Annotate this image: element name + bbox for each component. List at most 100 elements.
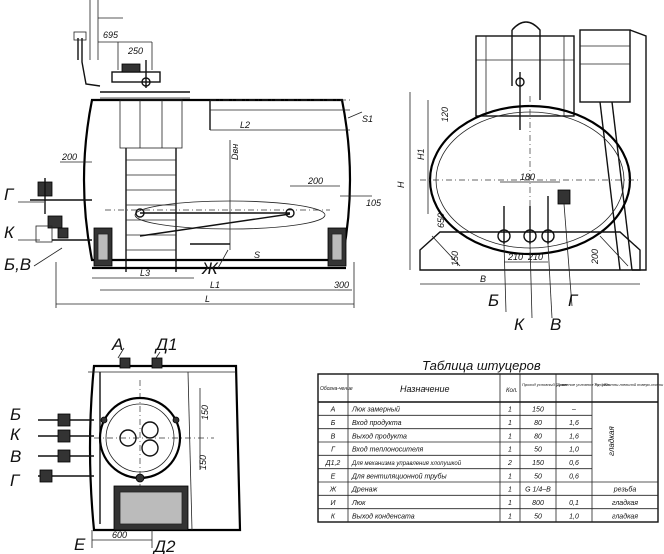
table-cell-dn: 800 xyxy=(532,500,544,507)
table-cell-name: Вход продукта xyxy=(352,419,402,427)
table-cell-name: Для вентиляционной трубы xyxy=(351,472,447,480)
label-A-plan: А xyxy=(111,335,123,354)
label-BV-side: Б,В xyxy=(4,255,31,274)
label-D1-plan: Д1 xyxy=(154,335,177,354)
header-designation: Обозна-чение xyxy=(320,386,353,392)
table-cell-qty: 1 xyxy=(508,473,512,480)
table-cell-d: К xyxy=(331,513,336,520)
dim-600: 600 xyxy=(112,530,127,540)
dim-300: 300 xyxy=(334,280,349,290)
table-cell-qty: 2 xyxy=(507,460,512,467)
table-cell-qty: 1 xyxy=(508,500,512,507)
dim-150-plan-b: 150 xyxy=(198,455,208,470)
label-G-end: Г xyxy=(568,291,579,310)
dim-210-a: 210 xyxy=(507,252,523,262)
dim-L: L xyxy=(205,294,210,304)
side-view: 695 250 L2 S1 xyxy=(4,0,382,308)
table-cell-p: 1,0 xyxy=(569,447,579,454)
dim-650: 650 xyxy=(436,213,446,228)
table-cell-name: Выход продукта xyxy=(352,432,407,440)
table-cell-s: резьба xyxy=(613,486,637,494)
header-surface: Тип уплотни-тельной поверх-ности xyxy=(594,382,664,387)
table-cell-s: гладкая xyxy=(612,499,638,507)
label-V-plan: В xyxy=(10,447,21,466)
dim-S: S xyxy=(254,250,260,260)
dim-Dbn: Dвн xyxy=(230,144,240,160)
table-cell-d: Е xyxy=(331,473,336,480)
label-K-end: К xyxy=(514,315,525,334)
table-cell-d: В xyxy=(331,433,336,440)
table-cell-name: Люк замерный xyxy=(351,406,400,414)
dim-210-b: 210 xyxy=(527,252,543,262)
label-B-end: Б xyxy=(488,291,499,310)
table-cell-d: А xyxy=(330,407,336,414)
header-qty: Кол. xyxy=(506,388,518,394)
label-K-plan: К xyxy=(10,425,21,444)
label-V-end: В xyxy=(550,315,561,334)
table-cell-name: Люк xyxy=(351,500,366,507)
dim-S1: S1 xyxy=(362,114,373,124)
end-view: 180 H H1 120 650 150 200 210 210 B Б Г xyxy=(396,21,647,334)
table-cell-p: 0,6 xyxy=(569,473,579,480)
table-cell-d: Б xyxy=(331,420,336,427)
dim-105: 105 xyxy=(366,198,382,208)
table-cell-dn: 50 xyxy=(534,447,542,454)
dim-L2: L2 xyxy=(240,120,250,130)
label-Zh-side: Ж xyxy=(201,259,219,278)
table-cell-dn: 50 xyxy=(534,473,542,480)
table-cell-name: Для механизма управления хлопушкой xyxy=(351,460,462,467)
table-cell-p: 1,0 xyxy=(569,513,579,520)
table-cell-dn: 80 xyxy=(534,433,542,440)
dim-200-end: 200 xyxy=(590,249,600,265)
table-cell-d: Г xyxy=(331,447,336,454)
table-cell-p: – xyxy=(571,407,576,414)
dim-120: 120 xyxy=(440,107,450,122)
table-cell-s: гладкая xyxy=(612,512,638,520)
plan-view: А Д1 Б К В Г 150 150 600 Е Д2 xyxy=(10,335,242,554)
table-cell-dn: G 1/4–B xyxy=(525,487,551,494)
table-cell-d: И xyxy=(330,500,336,507)
table-cell-qty: 1 xyxy=(508,447,512,454)
header-name: Назначение xyxy=(400,384,449,394)
dim-150-plan-a: 150 xyxy=(200,405,210,420)
table-cell-qty: 1 xyxy=(508,420,512,427)
table-cell-dn: 80 xyxy=(534,420,542,427)
dim-200-right: 200 xyxy=(307,176,323,186)
label-E-plan: Е xyxy=(74,535,86,554)
dim-H: H xyxy=(396,181,406,188)
nozzle-table: Таблица штуцеров Обозна-чение Назначение… xyxy=(317,358,664,523)
dim-250: 250 xyxy=(127,46,143,56)
table-title: Таблица штуцеров xyxy=(422,358,541,373)
table-cell-d: Ж xyxy=(329,487,337,494)
table-cell-p: 1,6 xyxy=(569,420,579,427)
table-cell-p: 0,1 xyxy=(569,500,579,507)
dim-L1: L1 xyxy=(210,280,220,290)
dim-180: 180 xyxy=(520,172,535,182)
table-cell-dn: 150 xyxy=(532,460,544,467)
dim-695: 695 xyxy=(103,30,119,40)
table-cell-p: 1,6 xyxy=(569,433,579,440)
label-G-side: Г xyxy=(4,185,15,204)
label-B-plan: Б xyxy=(10,405,21,424)
table-cell-name: Выход конденсата xyxy=(352,512,415,520)
label-D2-plan: Д2 xyxy=(152,537,176,554)
table-cell-qty: 1 xyxy=(508,407,512,414)
table-cell-qty: 1 xyxy=(508,513,512,520)
table-cell-name: Дренаж xyxy=(351,487,378,494)
table-cell-p: 0,6 xyxy=(569,460,579,467)
dim-L3: L3 xyxy=(140,268,150,278)
label-K-side: К xyxy=(4,223,15,242)
table-cell-d: Д1,2 xyxy=(325,460,341,467)
table-cell-dn: 150 xyxy=(532,407,544,414)
table-cell-qty: 1 xyxy=(508,487,512,494)
table-cell-qty: 1 xyxy=(508,433,512,440)
table-cell-dn: 50 xyxy=(534,513,542,520)
dim-200-left: 200 xyxy=(61,152,77,162)
merged-surface-label: гладкая xyxy=(607,426,616,456)
label-G-plan: Г xyxy=(10,471,21,490)
header-pressure: Давление условное Pу, МПа xyxy=(556,382,610,387)
header-dn: Проход условный Dу мм xyxy=(522,382,568,387)
dim-150-end: 150 xyxy=(450,251,460,266)
